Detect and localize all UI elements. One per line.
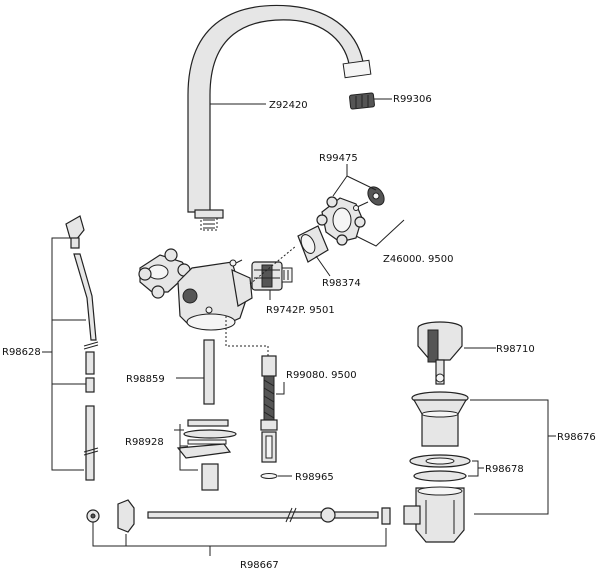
waste-washers-part <box>409 454 471 482</box>
label-handle-assembly: Z46000. 9500 <box>383 254 453 265</box>
bracket-r98676 <box>470 399 556 515</box>
indicator-cap <box>367 186 385 206</box>
label-waste-washers: R98678 <box>485 464 524 475</box>
aerator-part <box>349 92 375 110</box>
small-screw <box>229 259 243 267</box>
waste-tail-part <box>403 486 465 543</box>
fixing-set-parts <box>176 419 237 491</box>
plug-part <box>417 321 463 385</box>
right-cross-handle <box>316 196 366 246</box>
bracket-r98667 <box>92 522 387 556</box>
label-spout: Z92420 <box>269 100 308 111</box>
pop-up-rod-part <box>73 253 99 481</box>
bracket-r98628 <box>51 237 86 471</box>
spout <box>187 4 372 231</box>
headpart-cone <box>297 225 329 263</box>
leader-r99475 <box>346 164 377 191</box>
leader-r99475-b <box>332 175 348 197</box>
label-waste: R98676 <box>557 432 596 443</box>
leader-r99080 <box>276 382 285 395</box>
cartridge-part <box>251 261 293 291</box>
label-handle-set: R99475 <box>319 153 358 164</box>
label-hose-washer: R98965 <box>295 472 334 483</box>
label-headpart-nut: R98374 <box>322 278 361 289</box>
label-fixing-set: R98928 <box>125 437 164 448</box>
pop-up-knob <box>65 215 85 249</box>
label-cartridge: R9742P. 9501 <box>266 305 335 316</box>
label-pop-up-rod: R98628 <box>2 347 41 358</box>
label-flex-hose: R99080. 9500 <box>286 370 357 381</box>
waste-body-part <box>411 391 469 447</box>
flex-hose-part <box>260 355 278 479</box>
label-plug: R98710 <box>496 344 535 355</box>
bracket-r98928 <box>174 424 198 471</box>
bracket-r98678 <box>468 460 484 477</box>
handle-screw <box>353 201 369 211</box>
leader-z46000 <box>355 219 405 247</box>
label-threaded-rod: R98859 <box>126 374 165 385</box>
label-lever-linkage: R98667 <box>240 560 279 571</box>
mixer-body <box>177 261 253 331</box>
leader-r98374 <box>315 255 331 277</box>
threaded-rod-part <box>203 339 215 405</box>
label-aerator: R99306 <box>393 94 432 105</box>
linkage-parts <box>86 499 391 533</box>
assembly-line-handle <box>249 245 297 285</box>
assembly-line-body-hose <box>225 316 269 356</box>
